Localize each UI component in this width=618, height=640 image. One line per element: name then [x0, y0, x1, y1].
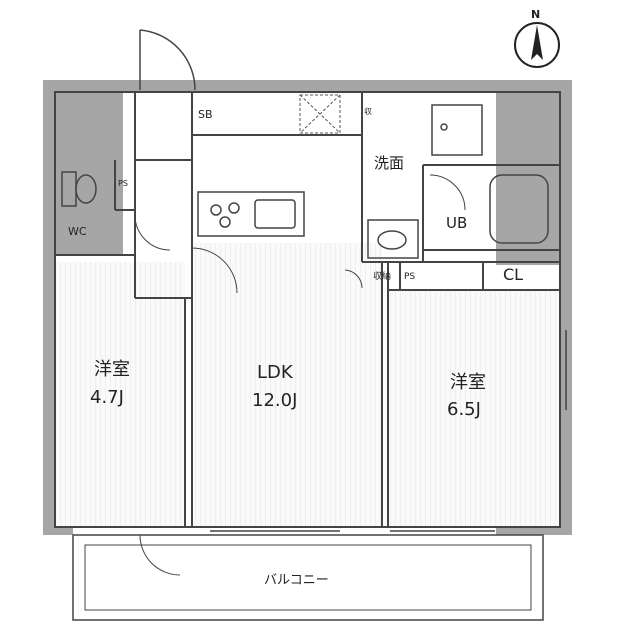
label-western-left-name: 洋室 [94, 359, 130, 380]
label-ldk-size: 12.0J [252, 390, 297, 411]
label-western-left-size: 4.7J [90, 387, 124, 408]
floor-areas [55, 92, 560, 527]
north-arrow-icon [514, 22, 560, 68]
label-shelf: 収 [364, 106, 372, 116]
label-ub: UB [446, 214, 467, 232]
entrance-door [139, 29, 196, 91]
kitchen-counter [197, 191, 305, 237]
windows [210, 330, 567, 532]
label-western-right-size: 6.5J [447, 399, 481, 420]
balcony [72, 534, 544, 621]
fridge-space [299, 94, 341, 134]
label-balcony: バルコニー [264, 573, 329, 588]
label-sb: SB [198, 108, 213, 121]
interior-doors [134, 174, 466, 576]
label-ps-right: PS [404, 272, 415, 282]
label-storage: 収納 [373, 270, 391, 282]
label-western-right-name: 洋室 [450, 372, 486, 393]
toilet [61, 171, 97, 207]
label-wc: WC [68, 225, 87, 238]
washing-machine-space [431, 104, 483, 156]
wash-basin [367, 219, 419, 259]
label-ps-left: PS [118, 179, 128, 188]
compass-label: N [531, 8, 540, 21]
label-cl: CL [503, 265, 523, 284]
label-washroom: 洗面 [374, 154, 404, 172]
bathtub [489, 174, 549, 244]
label-ldk-name: LDK [257, 362, 294, 383]
